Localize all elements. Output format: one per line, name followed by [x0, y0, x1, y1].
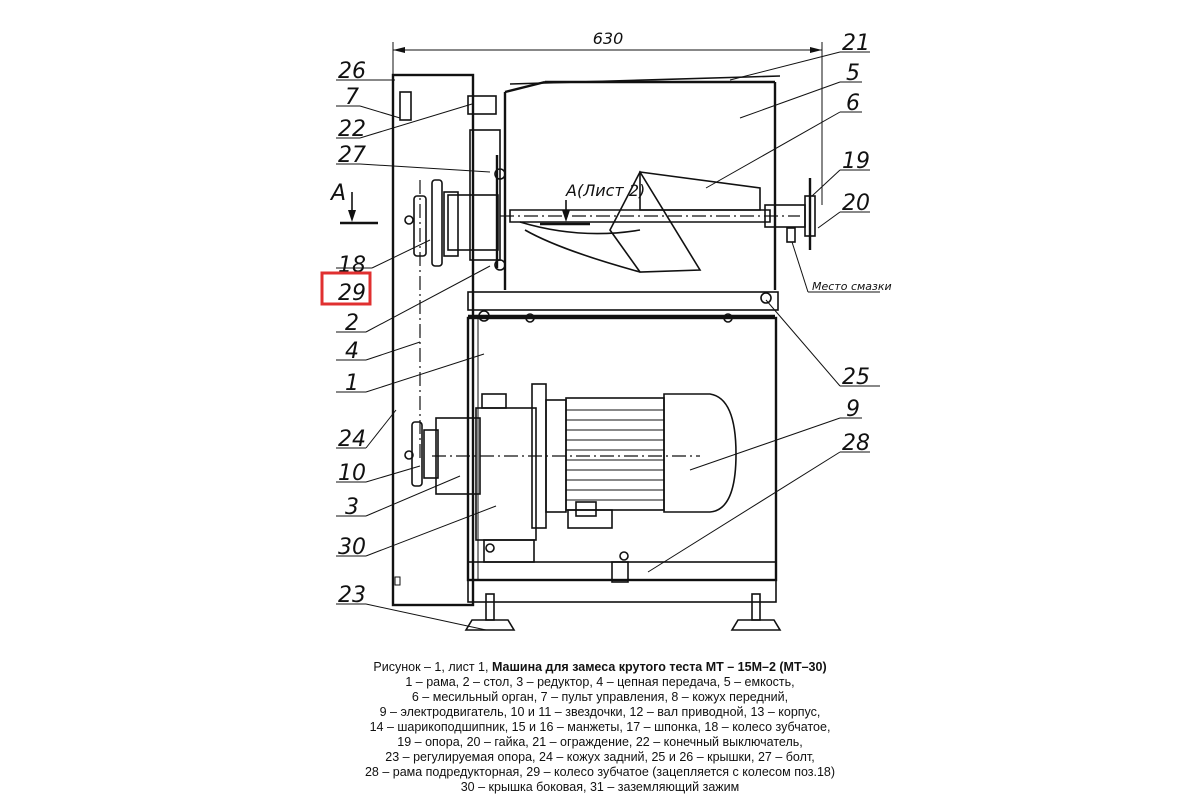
- callout-1: 1: [345, 371, 359, 396]
- adjustable-feet: [464, 593, 782, 631]
- caption-line: 19 – опора, 20 – гайка, 21 – ограждение,…: [397, 735, 803, 749]
- section-label: А: [329, 181, 346, 206]
- caption-line: 23 – регулируемая опора, 24 – кожух задн…: [385, 750, 815, 764]
- caption-line: 9 – электродвигатель, 10 и 11 – звездочк…: [379, 705, 821, 719]
- caption-title: Машина для замеса крутого теста МТ – 15М…: [491, 660, 827, 674]
- callout-3: 3: [345, 495, 359, 520]
- table: [467, 291, 779, 323]
- caption-title-line: Рисунок – 1, лист 1, Машина для замеса к…: [0, 660, 1200, 675]
- caption-line: 1 – рама, 2 – стол, 3 – редуктор, 4 – це…: [405, 675, 795, 689]
- callout-6: 6: [846, 91, 860, 116]
- view-label: А(Лист 2): [565, 181, 645, 200]
- callout-29: 29: [338, 281, 366, 306]
- lube-point: Место смазки: [791, 241, 892, 293]
- motor-fins: [566, 409, 664, 501]
- callout-4: 4: [345, 339, 359, 364]
- callout-19: 19: [842, 149, 870, 174]
- callout-2: 2: [345, 311, 359, 336]
- caption-prefix: Рисунок – 1, лист 1,: [373, 660, 492, 674]
- callout-26: 26: [338, 59, 366, 84]
- section-marker: А: [329, 181, 378, 225]
- frame: [466, 316, 778, 603]
- callout-9: 9: [846, 397, 860, 422]
- callout-25: 25: [842, 365, 870, 390]
- right-callouts: 21 5 6 19 20 25 9 28: [842, 31, 870, 456]
- callout-28: 28: [842, 431, 870, 456]
- highlight-box-29: [320, 271, 372, 306]
- callout-20: 20: [842, 191, 870, 216]
- view-marker: А(Лист 2): [540, 181, 645, 226]
- kneading-element: [500, 170, 816, 273]
- figure-caption: Рисунок – 1, лист 1, Машина для замеса к…: [0, 660, 1200, 795]
- caption-line: 30 – крышка боковая, 31 – заземляющий за…: [460, 780, 740, 794]
- machine-drawing: 6 30: [320, 29, 892, 631]
- right-leaders: [647, 51, 880, 573]
- callout-10: 10: [338, 461, 366, 486]
- caption-line: 28 – рама подредукторная, 29 – колесо зу…: [364, 765, 836, 779]
- dimension-label: 630: [593, 29, 624, 48]
- caption-line: 14 – шарикоподшипник, 15 и 16 – манжеты,…: [369, 720, 831, 734]
- left-callouts: 26 7 22 27 18 29 2 4 1 24 10 3 30 23: [338, 59, 366, 608]
- gearbox-and-motor: [432, 383, 737, 583]
- callout-22: 22: [338, 117, 366, 142]
- callout-30: 30: [338, 535, 366, 560]
- chain-drive: [404, 179, 459, 487]
- caption-line: 6 – месильный орган, 7 – пульт управлени…: [411, 690, 789, 704]
- callout-5: 5: [846, 61, 860, 86]
- callout-7: 7: [345, 85, 359, 110]
- callout-21: 21: [842, 31, 870, 56]
- rear-casing: [391, 73, 475, 607]
- lube-label: Место смазки: [812, 280, 892, 293]
- left-leaders: [336, 79, 497, 631]
- dimension-630: 630: [392, 29, 823, 205]
- callout-27: 27: [338, 143, 366, 168]
- callout-24: 24: [338, 427, 366, 452]
- callout-23: 23: [338, 583, 366, 608]
